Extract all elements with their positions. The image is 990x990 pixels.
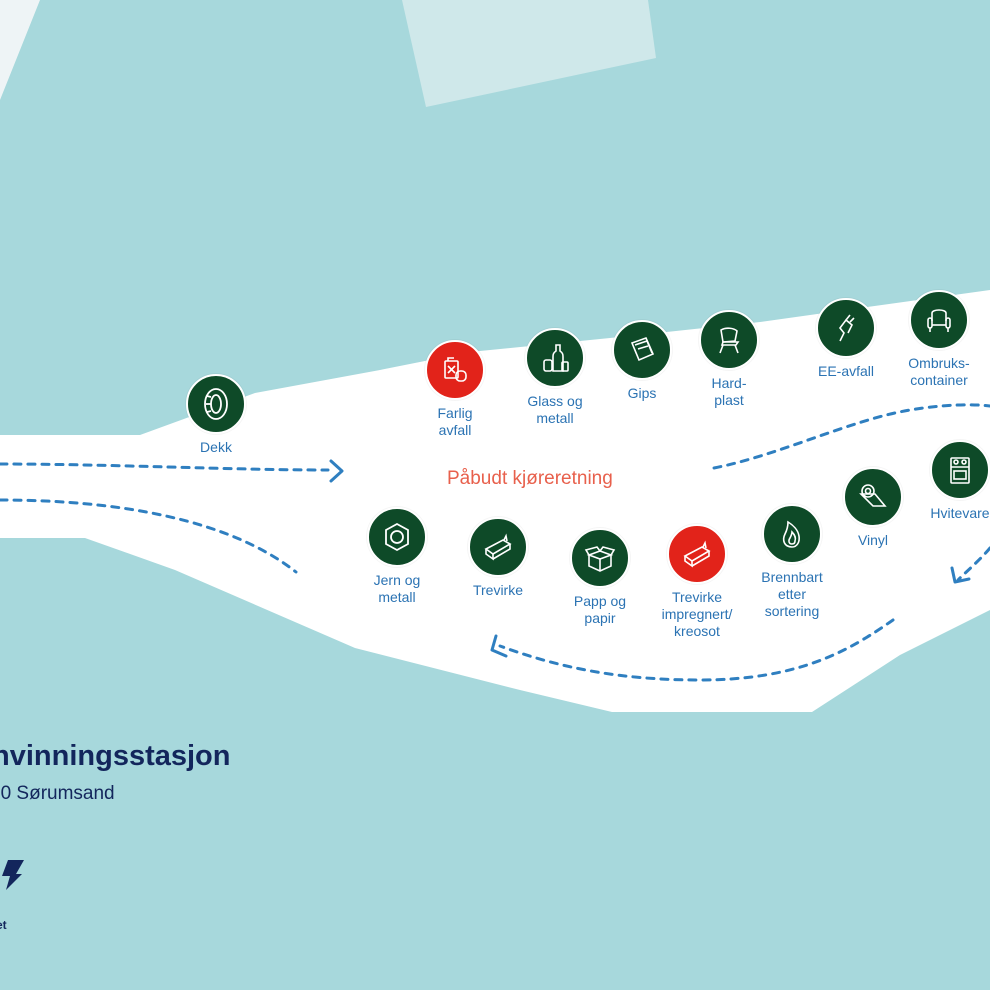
cardboard-box-icon — [570, 528, 630, 588]
station-label: Trevirke impregnert/ kreosot — [661, 589, 733, 639]
route-right-curve — [956, 546, 990, 582]
station-papp-og-papir[interactable]: Papp og papir — [540, 528, 660, 627]
station-label: Hvitevare — [930, 505, 990, 521]
stove-icon — [930, 440, 990, 500]
armchair-icon — [909, 290, 969, 350]
vinyl-roll-icon — [843, 467, 903, 527]
hazardous-canister-icon — [425, 340, 485, 400]
paved-area — [0, 290, 990, 712]
station-hvitevarer[interactable]: Hvitevare — [900, 440, 990, 522]
station-ee-avfall[interactable]: EE-avfall — [786, 298, 906, 380]
hex-nut-icon — [367, 507, 427, 567]
route-entry-arrow — [0, 462, 330, 472]
station-label: Glass og metall — [527, 393, 583, 426]
arrowhead-bottom — [490, 634, 508, 658]
station-ombruks-container[interactable]: Ombruks- container — [879, 290, 990, 389]
building-top — [402, 0, 656, 107]
arrowhead-entry — [329, 459, 344, 483]
station-label: EE-avfall — [817, 363, 875, 379]
station-label: Trevirke — [472, 582, 524, 598]
bottle-can-icon — [525, 328, 585, 388]
route-top-right-path — [712, 403, 990, 470]
station-farlig-avfall[interactable]: Farlig avfall — [395, 340, 515, 439]
building-top-left — [0, 0, 40, 100]
station-label: Ombruks- container — [908, 355, 970, 388]
station-label: Vinyl — [857, 532, 889, 548]
station-trevirke-impregnert[interactable]: Trevirke impregnert/ kreosot — [637, 524, 757, 640]
station-label: Dekk — [200, 439, 232, 455]
station-dekk[interactable]: Dekk — [156, 374, 276, 456]
direction-label: Påbudt kjøreretning — [447, 468, 613, 489]
station-label: Hard- plast — [711, 375, 747, 408]
station-glass-og-metall[interactable]: Glass og metall — [495, 328, 615, 427]
flame-icon — [762, 504, 822, 564]
address-text: 20 Sørumsand — [0, 783, 115, 804]
brand-logo-icon — [2, 860, 24, 890]
tire-icon — [186, 374, 246, 434]
station-label: Gips — [627, 385, 657, 401]
station-jern-og-metall[interactable]: Jern og metall — [337, 507, 457, 606]
arrowhead-right — [950, 566, 971, 584]
treated-wood-icon — [667, 524, 727, 584]
station-brennbart-etter-sortering[interactable]: Brennbart etter sortering — [732, 504, 852, 620]
brand-text: et — [0, 918, 7, 932]
station-gips[interactable]: Gips — [582, 320, 702, 402]
station-hard-plast[interactable]: Hard- plast — [669, 310, 789, 409]
page-title: nvinningsstasjon — [0, 740, 231, 772]
station-trevirke[interactable]: Trevirke — [438, 517, 558, 599]
station-label: Farlig avfall — [437, 405, 473, 438]
wood-plank-icon — [468, 517, 528, 577]
station-vinyl[interactable]: Vinyl — [813, 467, 933, 549]
plug-icon — [816, 298, 876, 358]
station-label: Brennbart etter sortering — [761, 569, 823, 619]
plasterboard-icon — [612, 320, 672, 380]
route-bottom-path — [498, 618, 895, 682]
plastic-chair-icon — [699, 310, 759, 370]
station-label: Jern og metall — [373, 572, 421, 605]
station-label: Papp og papir — [573, 593, 627, 626]
route-exit-path — [0, 498, 298, 574]
